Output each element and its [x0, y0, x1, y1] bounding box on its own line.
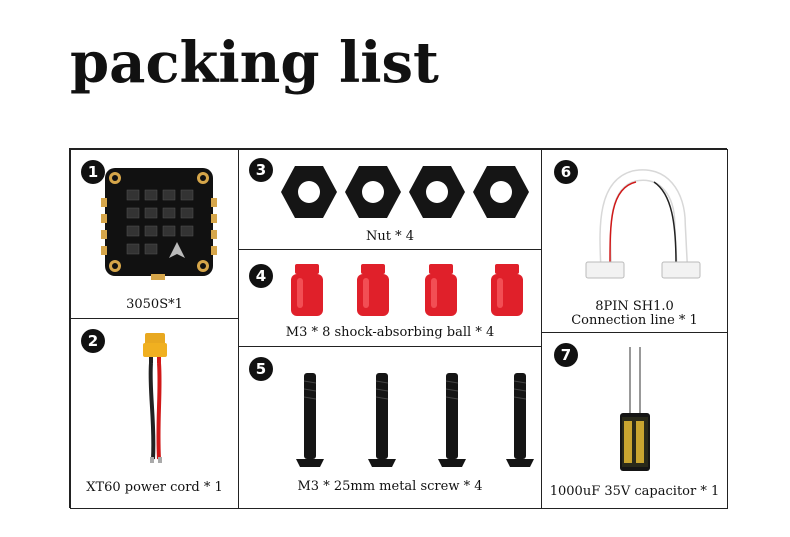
item-caption-7: 1000uF 35V capacitor * 1 [549, 484, 720, 499]
cable-icon [585, 169, 701, 279]
page-title: packing list [70, 30, 439, 96]
item-number-6: 6 [554, 160, 578, 184]
capacitor-icon [620, 347, 650, 471]
item-number-2: 2 [81, 329, 105, 353]
item-caption-6a: 8PIN SH1.0 [595, 299, 674, 314]
item-caption-4: M3 * 8 shock-absorbing ball * 4 [285, 325, 495, 340]
packing-grid: 1 3050S*1 2 [69, 148, 728, 509]
item-number-5: 5 [249, 357, 273, 381]
esc-board-icon [101, 168, 217, 280]
item-cell-2: 2 XT60 power cord * 1 [70, 318, 239, 509]
power-cord-icon [143, 333, 167, 463]
item-caption-5: M3 * 25mm metal screw * 4 [297, 479, 483, 494]
item-caption-6b: Connection line * 1 [571, 313, 698, 328]
damper-ball-icon [291, 264, 523, 316]
item-number-1: 1 [81, 160, 105, 184]
item-cell-6: 6 8PIN SH1.0 Connection line * 1 [541, 149, 728, 333]
item-number-3: 3 [249, 158, 273, 182]
item-caption-2: XT60 power cord * 1 [86, 480, 223, 495]
item-cell-5: 5 M3 * 25mm metal screw * 4 [238, 346, 542, 509]
item-cell-1: 1 3050S*1 [70, 149, 239, 319]
item-cell-4: 4 M3 * 8 shock-absorbing ball * 4 [238, 249, 542, 347]
item-caption-1: 3050S*1 [126, 297, 183, 312]
item-caption-3: Nut * 4 [365, 229, 414, 244]
item-cell-3: 3 Nut * 4 [238, 149, 542, 250]
item-cell-7: 7 1000uF 35V capacitor * 1 [541, 332, 728, 509]
item-number-7: 7 [554, 343, 578, 367]
screw-icon [296, 373, 534, 467]
hex-nut-icon [281, 166, 529, 218]
item-number-4: 4 [249, 264, 273, 288]
